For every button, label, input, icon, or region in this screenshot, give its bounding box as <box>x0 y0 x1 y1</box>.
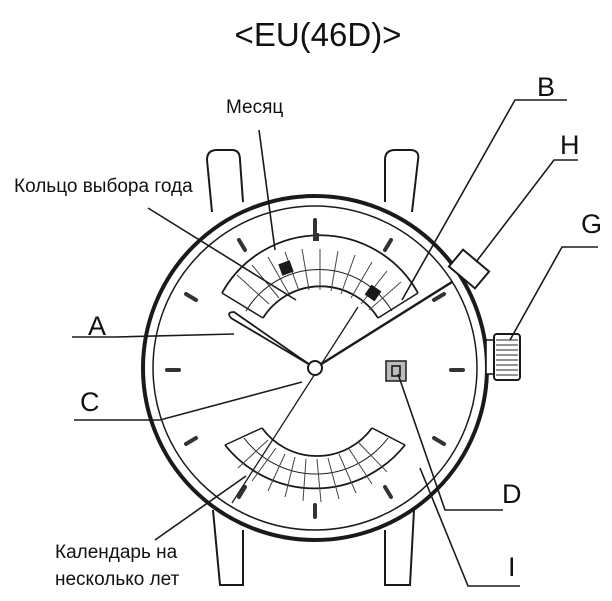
calendar-subdial <box>224 427 406 503</box>
callout-d: D <box>502 479 522 509</box>
callout-g: G <box>581 209 602 239</box>
label-calendar-line2: несколько лет <box>55 569 180 590</box>
watch-hands <box>228 280 453 504</box>
label-calendar-line1: Календарь на <box>55 542 178 563</box>
leader-lines <box>72 99 598 587</box>
callout-b: B <box>537 72 555 102</box>
watch-case-inner <box>152 205 478 531</box>
pusher-button <box>447 248 491 290</box>
label-year-ring: Кольцо выбора года <box>14 176 193 197</box>
callout-a: A <box>88 311 106 341</box>
callout-h: H <box>560 130 580 160</box>
hour-markers <box>165 218 465 519</box>
lower-lugs <box>212 509 415 586</box>
callout-c: C <box>80 387 100 417</box>
date-window <box>385 360 407 382</box>
callout-i: I <box>508 552 516 582</box>
upper-lugs <box>205 149 420 213</box>
label-month: Месяц <box>226 97 283 118</box>
diagram-title: <EU(46D)> <box>235 16 402 53</box>
crown <box>485 333 521 381</box>
